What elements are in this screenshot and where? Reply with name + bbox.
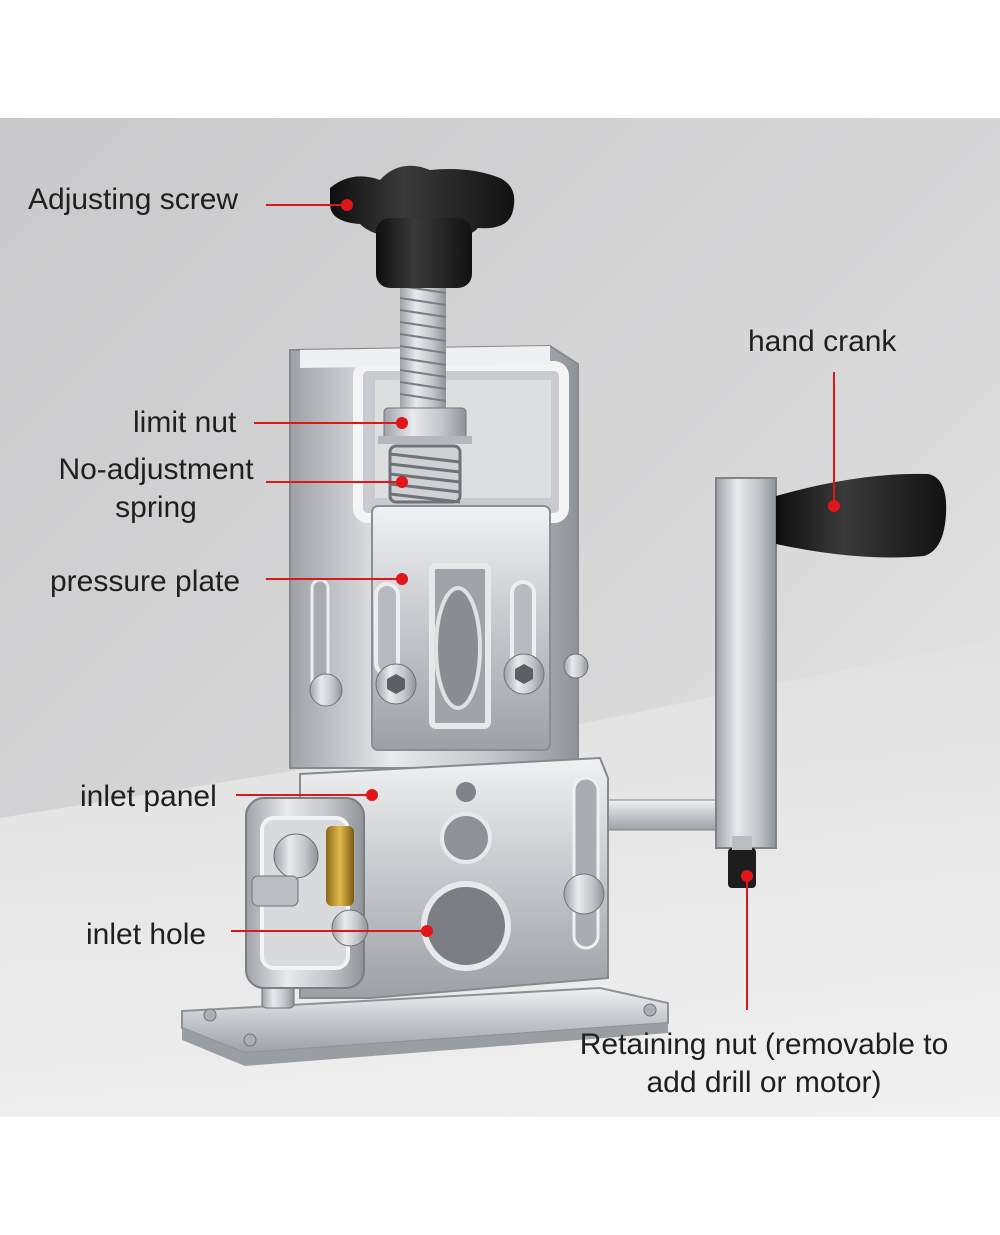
label-adjusting-screw: Adjusting screw bbox=[28, 183, 239, 216]
label-spring-line1: No-adjustment bbox=[58, 453, 254, 486]
label-spring-line2: spring bbox=[115, 491, 197, 524]
crank-assembly bbox=[559, 473, 947, 888]
inlet-panel-shape bbox=[299, 756, 609, 999]
limit-nut-shape bbox=[378, 407, 472, 444]
label-inlet-panel: inlet panel bbox=[80, 780, 217, 813]
side-gear-block bbox=[245, 797, 369, 989]
machine-illustration bbox=[0, 118, 1000, 1117]
threaded-rod bbox=[399, 278, 447, 428]
label-retaining-nut: Retaining nut (removable to add drill or… bbox=[560, 1026, 968, 1102]
label-retaining-nut-line2: add drill or motor) bbox=[646, 1066, 882, 1099]
adjusting-knob bbox=[330, 165, 515, 288]
label-no-adjustment-spring: No-adjustment spring bbox=[50, 451, 262, 527]
pointers bbox=[231, 199, 840, 1010]
label-limit-nut: limit nut bbox=[133, 406, 237, 439]
label-retaining-nut-line1: Retaining nut (removable to bbox=[579, 1028, 949, 1061]
label-inlet-hole: inlet hole bbox=[86, 918, 207, 951]
pressure-plate-shape bbox=[371, 505, 551, 751]
label-hand-crank: hand crank bbox=[748, 325, 897, 358]
base-plate bbox=[181, 977, 669, 1066]
label-pressure-plate: pressure plate bbox=[50, 565, 241, 598]
spring-shape bbox=[388, 444, 462, 504]
